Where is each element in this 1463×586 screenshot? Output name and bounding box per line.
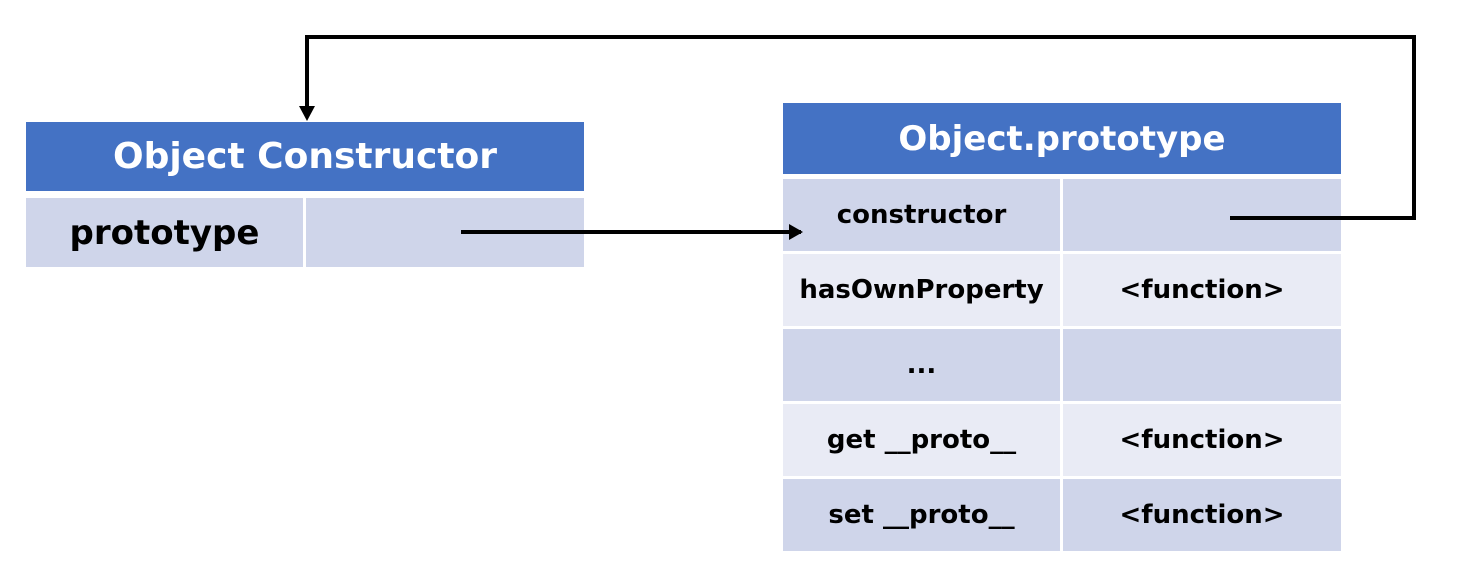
object-constructor-prototype-value [306,198,584,267]
object-prototype-row-value [1063,179,1341,251]
object-prototype-row-key: constructor [783,179,1060,251]
object-prototype-row-key: set __proto__ [783,479,1060,551]
object-prototype-title: Object.prototype [783,103,1341,174]
constructor-arrowhead [299,106,315,121]
object-prototype-row-value: <function> [1063,404,1341,476]
object-prototype-row-key: get __proto__ [783,404,1060,476]
object-prototype-row-value [1063,329,1341,401]
object-constructor-title: Object Constructor [26,122,584,191]
object-prototype-row-value: <function> [1063,479,1341,551]
object-prototype-row-key: ... [783,329,1060,401]
object-prototype-row-key: hasOwnProperty [783,254,1060,326]
object-constructor-prototype-key: prototype [26,198,303,267]
object-prototype-row-value: <function> [1063,254,1341,326]
